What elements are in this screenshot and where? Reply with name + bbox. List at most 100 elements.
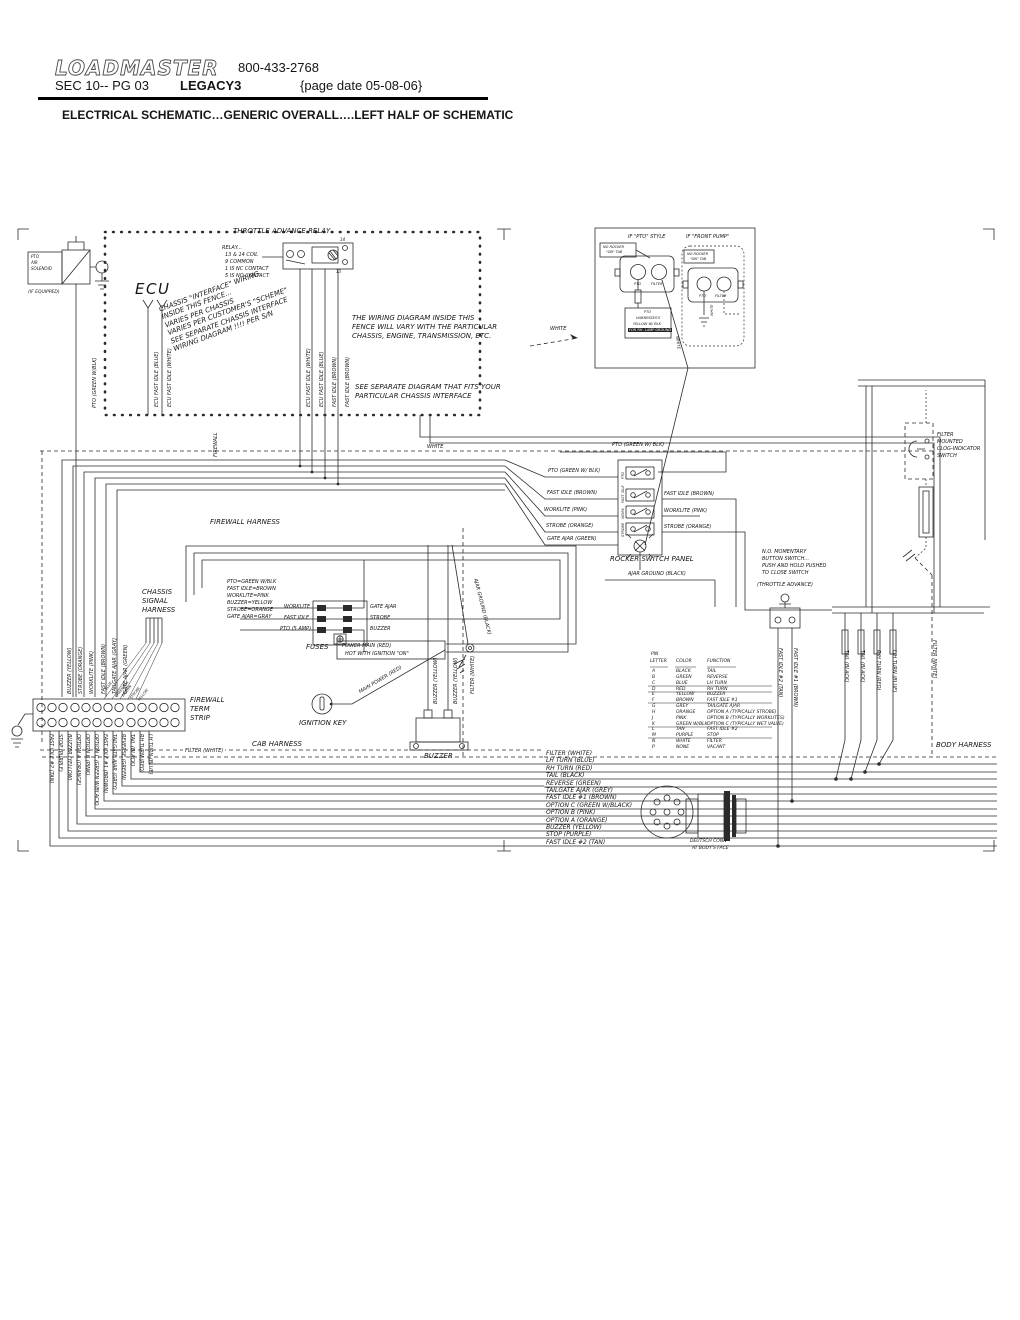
firewall-harness-label: FIREWALL HARNESS xyxy=(208,518,282,527)
pin-cell: NONE xyxy=(676,745,690,750)
strip-wire-label: BUZZER (YELLOW) xyxy=(66,734,72,781)
ecu-wire-label: ECU FAST IDLE (WHITE) xyxy=(167,348,173,407)
separate-note-line: SEE SEPARATE DIAGRAM THAT FITS YOUR xyxy=(355,383,501,391)
pin-table-header: PIN xyxy=(651,652,659,657)
term-strip-label-line: TERM xyxy=(190,705,210,713)
signal-row-label: FAST IDLE #2 (TAN) xyxy=(546,839,606,846)
solenoid-line: AIR xyxy=(31,260,38,265)
strip-wire-label: REVERSE (GREEN) xyxy=(120,734,126,780)
ignition-key-symbol xyxy=(311,649,446,715)
deutsch-conn-label: DEUTSCH CONN xyxy=(690,839,727,844)
pin-cell: K xyxy=(652,722,655,727)
if-front-pump-label: IF "FRONT PUMP" xyxy=(686,234,730,240)
buzzer-wire-label: BUZZER (YELLOW) xyxy=(433,657,439,704)
switch-tag: PTO xyxy=(621,471,625,479)
pin-cell: OPTION C (TYPICALLY WET VALVE) xyxy=(707,722,784,727)
strip-wire-label: LH TURN (BLUE) xyxy=(147,734,153,775)
corner-marks xyxy=(17,228,995,852)
ecu-label: ECU xyxy=(135,280,171,298)
pin-cell: ORANGE xyxy=(676,710,696,715)
body-harness-wires xyxy=(832,379,990,781)
relay-pin: 14 xyxy=(340,237,346,242)
signal-row-label: REVERSE (GREEN) xyxy=(546,780,602,787)
throttle-relay-symbol xyxy=(142,242,354,415)
filter-wire-label: FILTER (WHITE) xyxy=(470,655,476,694)
pin-cell: TAILGATE AJAR xyxy=(707,704,741,709)
ignition-key-label: IGNITION KEY xyxy=(299,719,347,727)
switch-tag: FAST IDLE xyxy=(621,485,625,503)
pin-cell: RED xyxy=(676,687,686,692)
pin-cell: L xyxy=(652,727,655,732)
strip-wire-label: WORKLITE (PINK) xyxy=(89,650,95,694)
clog-switch-line: SWITCH xyxy=(937,453,957,459)
rocker-right-label: STROBE (ORANGE) xyxy=(664,524,712,530)
momentary-note-line: PUSH AND HOLD PUSHED xyxy=(762,563,827,569)
model-name: LEGACY3 xyxy=(180,78,242,93)
pin-cell: J xyxy=(652,716,654,721)
signal-row-label: FILTER (WHITE) xyxy=(546,750,593,757)
fuse-legend-line: WORKLITE=PINK xyxy=(227,593,269,599)
strip-wire-label: TAIL (BLACK) xyxy=(129,734,135,767)
harness-note-line: PTO xyxy=(644,310,652,314)
power-main-note: HOT WITH IGNITION "ON" xyxy=(345,651,409,657)
buzzer-wire-label: BUZZER (YELLOW) xyxy=(453,657,459,704)
signal-row-label: RH TURN (RED) xyxy=(546,765,593,772)
switch-tag: WORK xyxy=(621,508,625,519)
vary-note-line: THE WIRING DIAGRAM INSIDE THIS xyxy=(352,314,475,322)
relay-pin: 13 xyxy=(336,269,342,274)
strip-wire-label: OPTION C (GREEN W/BLACK) xyxy=(93,734,99,806)
strip-wire-label: OPTION A (ORANGE) xyxy=(75,734,81,786)
pto-jack-label: PTO xyxy=(634,282,642,286)
pin-table-header: COLOR xyxy=(676,659,692,664)
fuse-right-label: STROBE xyxy=(370,615,391,621)
signal-row-label: TAILGATE AJAR (GREY) xyxy=(546,787,614,794)
boundary-lines xyxy=(40,334,935,758)
strip-wire-label: TAILGATE AJAR (GREY) xyxy=(111,734,117,790)
pin-cell: N xyxy=(652,739,656,744)
fuse-legend-line: STROBE=ORANGE xyxy=(227,607,274,613)
filter-wire-label: FILTER [WHITE] xyxy=(931,640,937,679)
strip-wire-label: FAST IDLE #2 (TAN) xyxy=(48,734,54,784)
ecu-wire-label: ECU FAST IDLE (BLUE) xyxy=(154,351,160,407)
pin-cell: REVERSE xyxy=(707,675,728,680)
ecu-wire-label: ECU FAST IDLE (WHITE) xyxy=(306,348,312,407)
vary-note-line: CHASSIS, ENGINE, TRANSMISSION, ETC. xyxy=(352,332,492,340)
rocker-left-label: PTO (GREEN W/ BLK) xyxy=(548,468,601,474)
pin-table-header: FUNCTION xyxy=(707,659,731,664)
rocker-left-label: GATE AJAR (GREEN) xyxy=(547,536,597,542)
white-arrow-label: WHITE xyxy=(550,326,567,332)
buzzer-symbol xyxy=(409,709,469,751)
pin-cell: P xyxy=(652,745,655,750)
pin-cell: BUZZER xyxy=(707,692,726,697)
solenoid-line: SOLENOID xyxy=(31,266,52,271)
signal-row-label: TAIL (BLACK) xyxy=(546,772,585,779)
clog-switch-line: MOUNTED xyxy=(937,439,963,445)
signal-row-label: LH TURN (BLUE) xyxy=(546,757,595,764)
separate-note-line: PARTICULAR CHASSIS INTERFACE xyxy=(355,392,472,400)
below-strip-wires xyxy=(49,731,544,847)
pin-cell: LH TURN xyxy=(707,681,727,686)
pin-cell: PINK xyxy=(676,716,687,721)
strip-wire-label: FAST IDLE #1 (BROWN) xyxy=(102,734,108,794)
body-drop-label: L/H TURN (BLUE) xyxy=(891,650,897,693)
rocker-right-label: WORKLITE (PINK) xyxy=(664,508,708,514)
white-wire-label: WHITE xyxy=(427,444,444,450)
wire-bus xyxy=(61,279,941,710)
ajar-ground-label: AJAR GROUND (BLACK) xyxy=(628,571,686,577)
fuse-legend-line: GATE AJAR=GRAY xyxy=(227,614,272,620)
momentary-note-line: N.O. MOMENTARY xyxy=(762,549,807,555)
vary-note-line: FENCE WILL VARY WITH THE PARTICULAR xyxy=(352,323,498,331)
loadmaster-logo: LOADMASTER xyxy=(55,56,219,81)
momentary-note-line: TO CLOSE SWITCH xyxy=(762,570,809,576)
fuse-legend-line: BUZZER=YELLOW xyxy=(227,600,273,606)
fast-idle1-wire-label: FAST IDLE #1 (BROWN) xyxy=(792,648,798,708)
body-drop-label: TAIL (BLACK) xyxy=(859,650,865,683)
if-equipped-note: (IF EQUIPPED) xyxy=(28,290,60,295)
buzzer-label: BUZZER xyxy=(424,752,453,760)
pin-cell: FILTER xyxy=(707,739,722,744)
body-harness-label: BODY HARNESS xyxy=(936,741,992,749)
throttle-advance-label: (THROTTLE ADVANCE) xyxy=(757,582,813,588)
filter-jack-label: FILTER xyxy=(651,282,663,286)
fuse-right-label: GATE AJAR xyxy=(370,604,397,610)
rocker-panel-symbol xyxy=(560,451,832,611)
